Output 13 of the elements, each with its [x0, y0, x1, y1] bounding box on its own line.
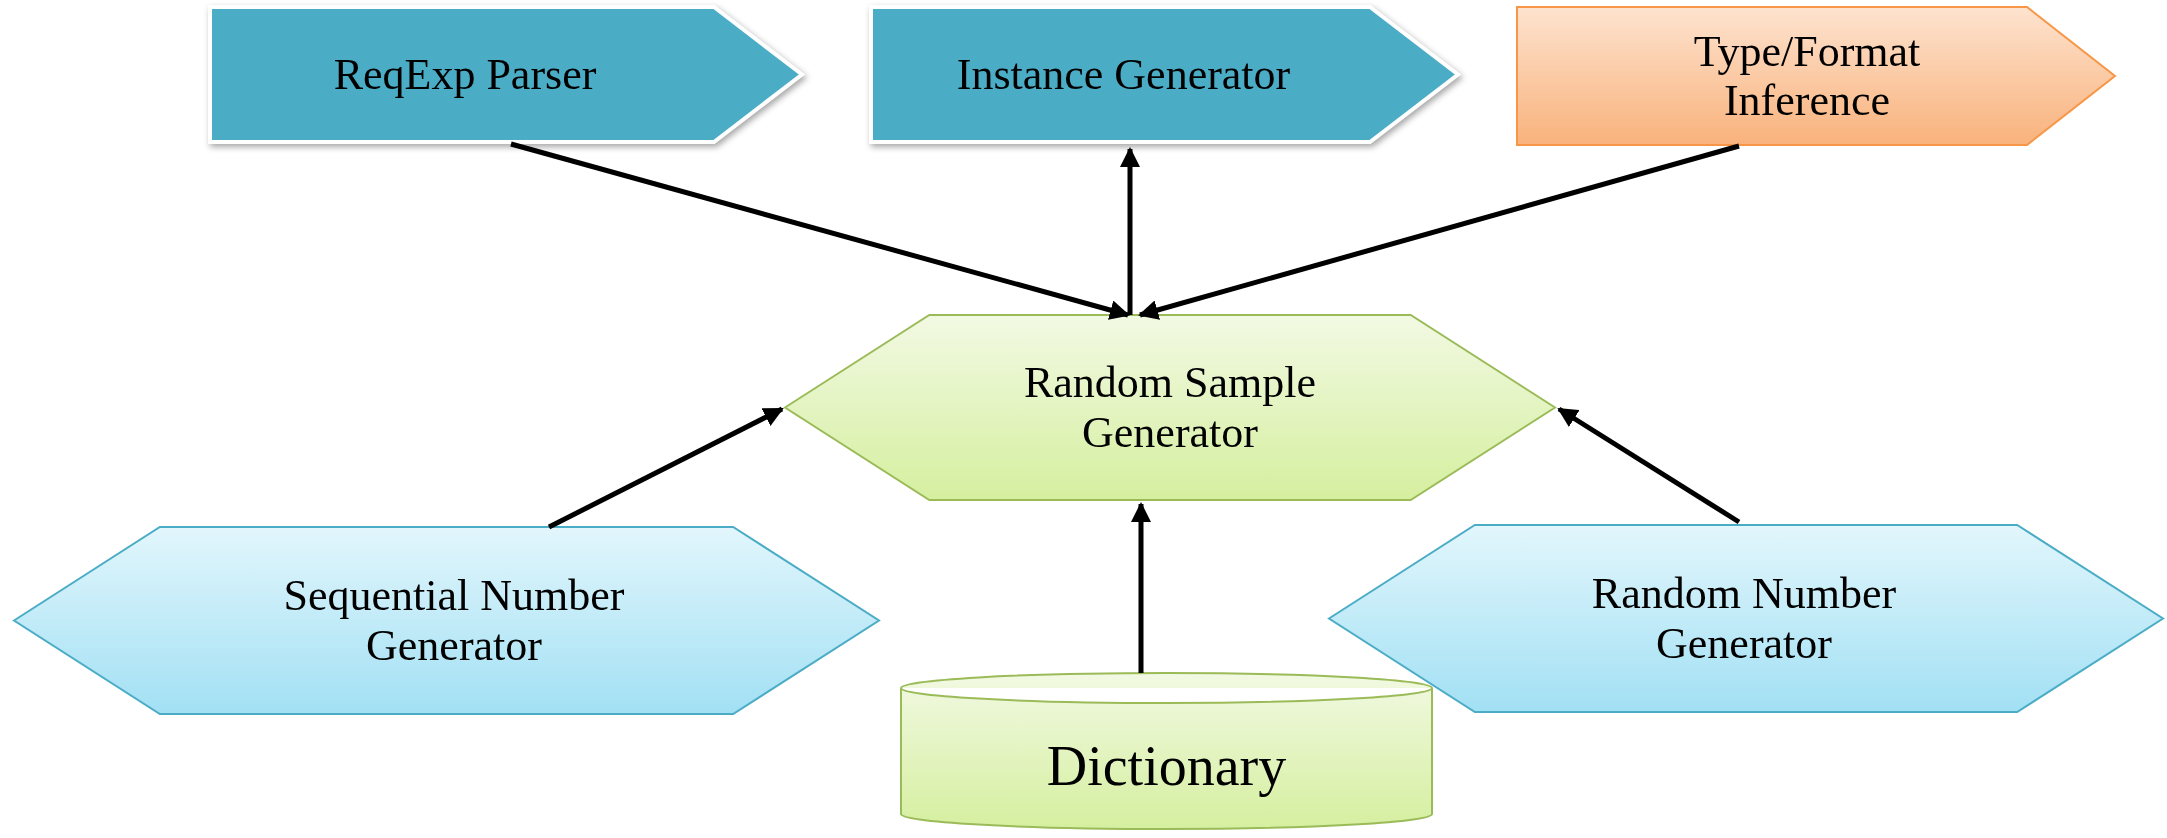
- node-label: Instance Generator: [956, 49, 1291, 100]
- arrow: [1138, 143, 1740, 320]
- node-label: Random Number Generator: [1590, 569, 1898, 668]
- node-label: Sequential Number Generator: [282, 571, 626, 670]
- arrow: [1557, 406, 1741, 525]
- node-label: Random Sample Generator: [1022, 358, 1318, 457]
- arrow: [547, 406, 784, 530]
- node-label: Dictionary: [1046, 734, 1287, 798]
- arrow: [510, 141, 1130, 320]
- arrow: [1131, 502, 1151, 673]
- arrow: [1120, 147, 1140, 315]
- node-label: ReqExp Parser: [333, 49, 597, 100]
- node-label: Type/Format Inference: [1692, 26, 1922, 126]
